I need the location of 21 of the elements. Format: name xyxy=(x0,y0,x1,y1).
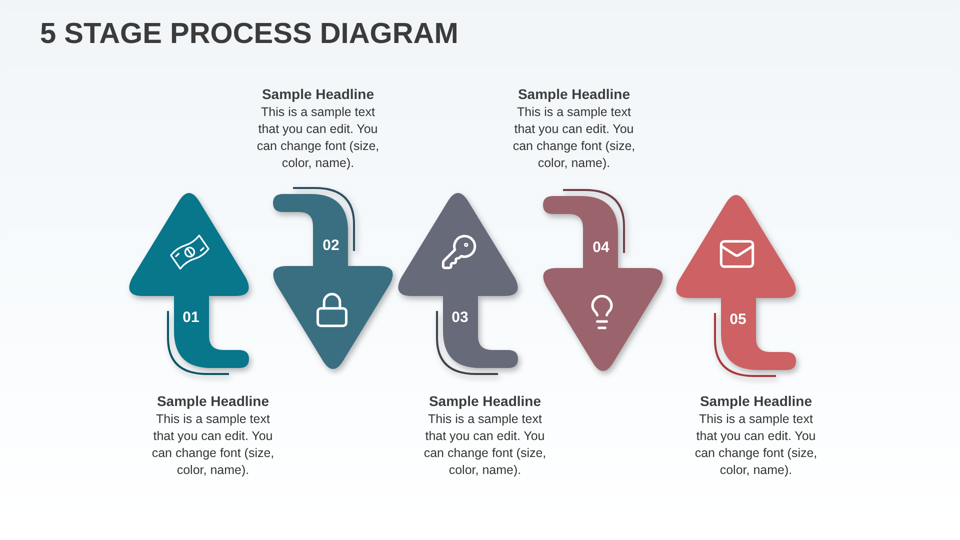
title: 5 STAGE PROCESS DIAGRAM xyxy=(40,17,458,52)
body-text: This is a sample text that you can edit. You can change font (size, color, name). xyxy=(422,411,548,479)
up-arrow-shape xyxy=(676,192,798,378)
body-text: This is a sample text that you can edit. You can change font (size, color, name). xyxy=(150,411,276,479)
headline: Sample Headline xyxy=(156,393,270,410)
up-arrow-shape xyxy=(129,190,251,376)
headline: Sample Headline xyxy=(700,393,812,410)
headline: Sample Headline xyxy=(518,86,630,103)
up-arrow-shape xyxy=(398,190,520,376)
headline: Sample Headline xyxy=(428,393,542,410)
step-number: 05 xyxy=(730,311,746,329)
step-number: 04 xyxy=(592,239,610,257)
body-text: This is a sample text that you can edit. You can change font (size, color, name). xyxy=(694,411,818,479)
headline: Sample Headline xyxy=(262,86,374,103)
down-arrow-shape xyxy=(542,188,664,374)
step-number: 01 xyxy=(182,309,200,327)
step-number: 03 xyxy=(452,309,468,327)
down-arrow-shape xyxy=(272,186,394,372)
body-text: This is a sample text that you can edit. You can change font (size, color, name). xyxy=(512,104,636,172)
step-number: 02 xyxy=(322,237,340,255)
body-text: This is a sample text that you can edit. You can change font (size, color, name). xyxy=(256,104,380,172)
